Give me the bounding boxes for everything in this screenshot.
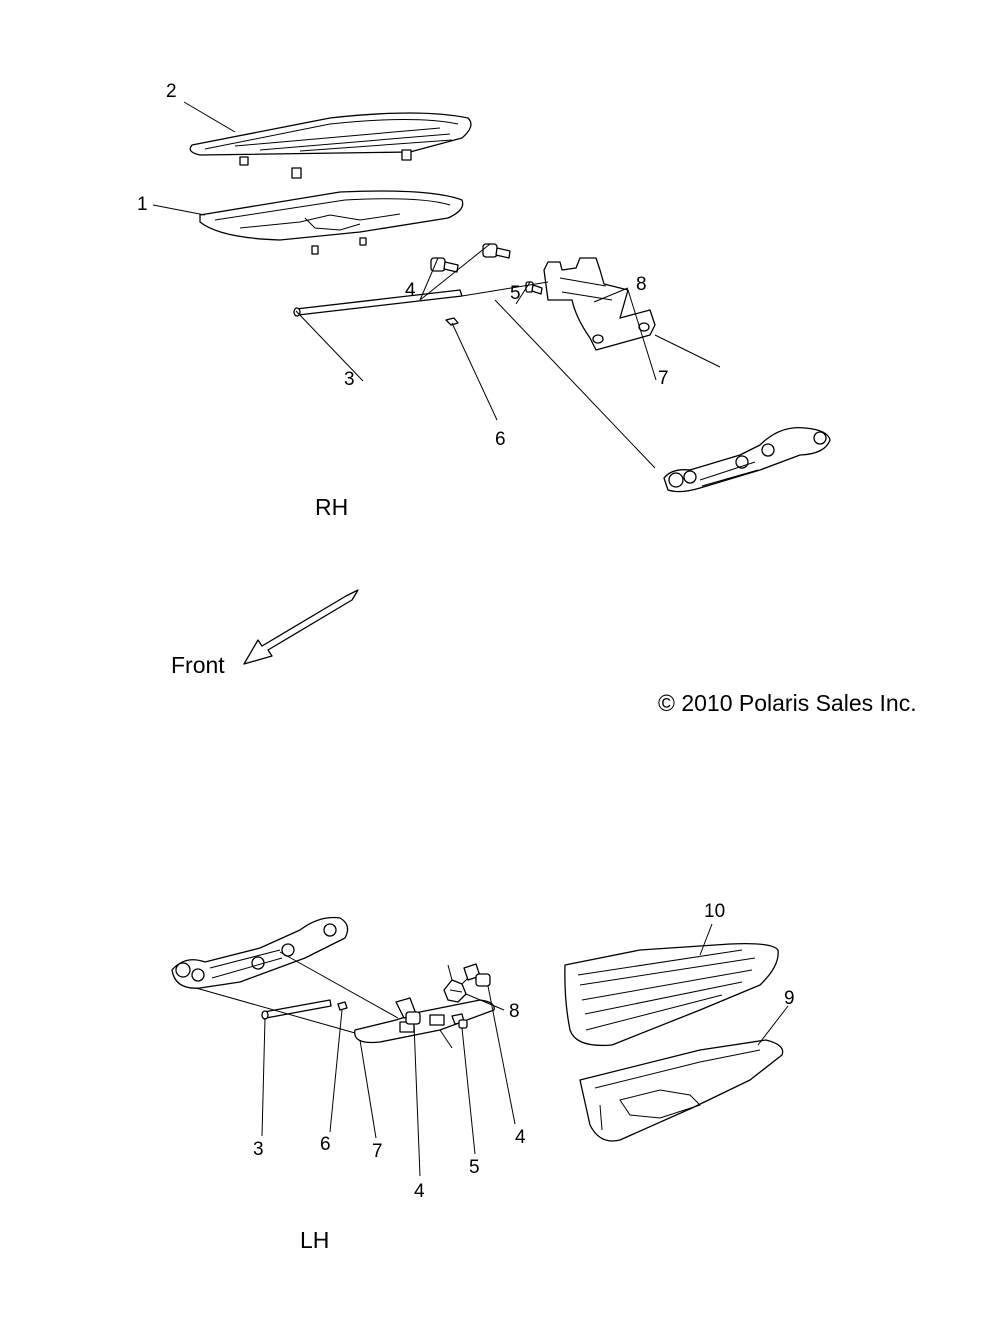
rh-assembly: 2 1 4 5 8 3 7 6 RH	[137, 81, 831, 520]
rh-pin	[293, 289, 463, 317]
lh-leader-9	[757, 1005, 789, 1046]
rh-cotter-pin	[445, 317, 459, 326]
lh-callout-9: 9	[784, 988, 795, 1009]
rh-leader-6	[451, 322, 498, 421]
lh-bolt-2	[463, 963, 491, 987]
rh-callout-3: 3	[344, 369, 355, 390]
lh-callout-8: 8	[509, 1001, 520, 1022]
lh-leader-4a	[413, 1023, 421, 1177]
lh-callout-6: 6	[320, 1134, 331, 1155]
lh-footrest-arm	[171, 916, 349, 989]
lh-callout-4a: 4	[414, 1181, 425, 1202]
front-arrow: Front	[171, 589, 359, 678]
lh-leader-7	[359, 1039, 377, 1139]
rh-callout-8: 8	[636, 274, 647, 295]
lh-floorboard-pad	[564, 942, 779, 1047]
lh-assembly: 10 9 8 4 3 6 7 5 4 LH	[171, 901, 795, 1253]
lh-view-label: LH	[300, 1227, 329, 1253]
lh-leader-3	[261, 1017, 266, 1137]
rh-callout-5: 5	[510, 283, 521, 304]
front-label: Front	[171, 652, 225, 678]
rh-callout-7: 7	[658, 368, 669, 389]
rh-bracket	[543, 257, 656, 351]
lh-leader-10	[699, 923, 713, 956]
rh-floorboard-base	[199, 190, 464, 255]
rh-leader-1	[152, 204, 206, 216]
rh-leader-4a	[419, 257, 439, 301]
copyright-text: © 2010 Polaris Sales Inc.	[658, 690, 917, 716]
lh-pin	[261, 999, 332, 1020]
rh-leader-5	[515, 281, 531, 305]
lh-leader-6	[329, 1009, 343, 1133]
rh-floorboard-pad	[189, 112, 472, 179]
lh-leader-8	[465, 993, 505, 1011]
rh-small-bolt	[525, 281, 543, 295]
rh-leader-8	[593, 287, 629, 303]
rh-view-label: RH	[315, 494, 348, 520]
lh-callout-4b: 4	[515, 1127, 526, 1148]
lh-floorboard-base	[579, 1039, 784, 1142]
lh-callout-5: 5	[469, 1157, 480, 1178]
lh-bracket	[354, 999, 495, 1044]
rh-leader-4b	[419, 243, 491, 301]
rh-callout-2: 2	[166, 81, 177, 102]
lh-bolt-1	[395, 997, 421, 1025]
lh-leader-5	[461, 1027, 476, 1155]
lh-leader-4b	[487, 985, 516, 1125]
lh-callout-7: 7	[372, 1141, 383, 1162]
rh-leader-3	[295, 310, 364, 382]
lh-callout-3: 3	[253, 1139, 264, 1160]
rh-footrest-arm	[663, 426, 831, 493]
lh-callout-10: 10	[704, 901, 725, 922]
lh-cotter-pin	[337, 1001, 348, 1011]
rh-callout-4: 4	[405, 280, 416, 301]
rh-leader-2	[183, 101, 236, 133]
rh-leader-7	[627, 289, 657, 381]
rh-callout-1: 1	[137, 194, 148, 215]
lh-small-bolt	[451, 1013, 468, 1029]
rh-callout-6: 6	[495, 429, 506, 450]
